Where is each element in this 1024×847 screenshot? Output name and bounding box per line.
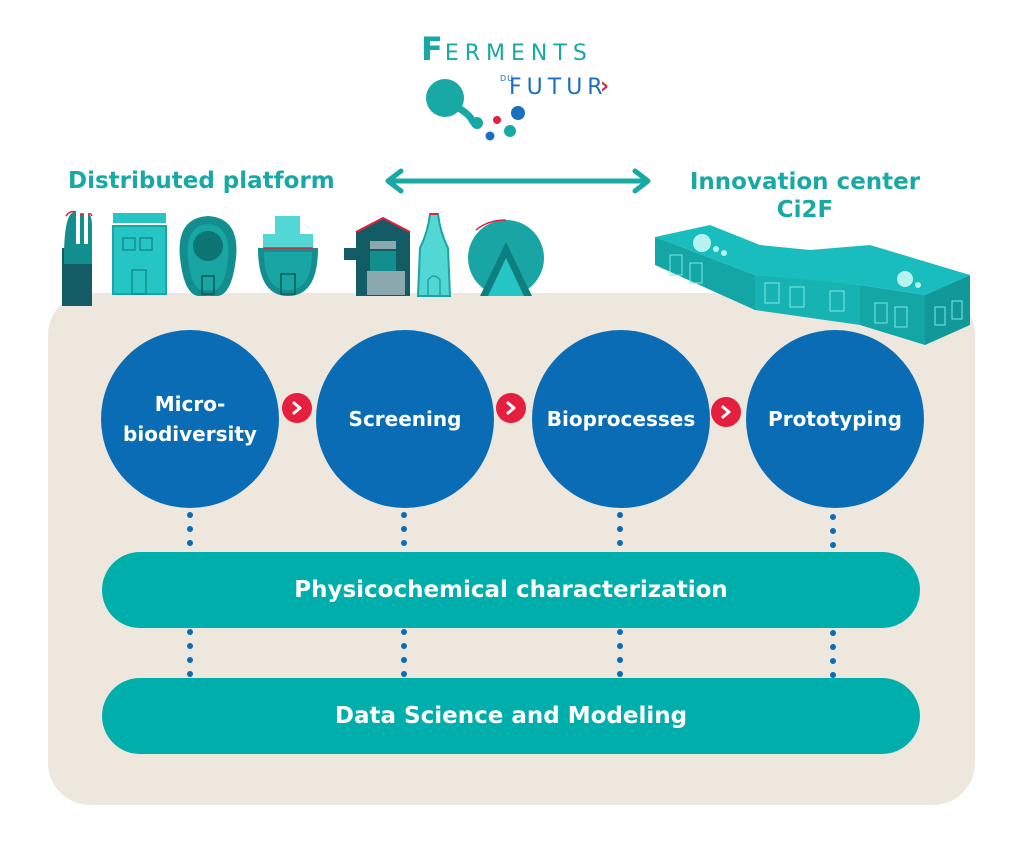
bowl-building-icon	[258, 216, 318, 296]
dotted-connector	[830, 630, 836, 686]
innovation-center-line2: Ci2F	[776, 197, 834, 223]
step-prototyping: Prototyping	[746, 330, 924, 508]
double-arrow-icon	[385, 168, 651, 194]
logo-bubbles-icon	[426, 79, 525, 141]
logo-title-initial: F	[421, 30, 445, 68]
physicochemical-characterization-bar: Physicochemical characterization	[102, 552, 920, 628]
distributed-platform-heading: Distributed platform	[68, 168, 335, 194]
dotted-connector	[187, 629, 193, 685]
barn-building-icon	[344, 216, 411, 296]
step-label-line1: Micro-	[154, 392, 226, 416]
dotted-connector	[617, 629, 623, 685]
fork-building-icon	[62, 210, 93, 306]
step-micro-biodiversity: Micro-biodiversity	[101, 330, 279, 508]
dotted-connector	[830, 500, 836, 556]
dome-building-icon	[179, 216, 237, 296]
office-building-icon	[112, 213, 167, 295]
ferments-du-futur-logo: FERMENTS DU FUTUR ›	[415, 30, 635, 141]
chevron-right-icon	[496, 393, 526, 423]
tent-building-icon	[468, 219, 544, 296]
step-label: Prototyping	[768, 407, 902, 431]
logo-chevron-icon: ›	[600, 74, 610, 99]
step-label-line2: biodiversity	[123, 422, 257, 446]
logo-futur-text: FUTUR	[509, 75, 608, 100]
chevron-right-icon	[711, 397, 741, 427]
dotted-connector	[401, 498, 407, 554]
step-label: Screening	[348, 407, 462, 431]
buildings-row	[62, 210, 544, 306]
data-science-modeling-bar: Data Science and Modeling	[102, 678, 920, 754]
innovation-center-building-icon	[655, 225, 970, 345]
logo-title: FERMENTS	[421, 30, 593, 68]
innovation-center-heading: Innovation center Ci2F	[660, 168, 950, 224]
dotted-connector	[617, 498, 623, 554]
step-label: Bioprocesses	[546, 407, 696, 431]
logo-du: DU	[500, 74, 515, 83]
dotted-connector	[187, 498, 193, 554]
bottle-building-icon	[416, 213, 452, 297]
chevron-right-icon	[282, 393, 312, 423]
logo-futur: FUTUR	[497, 75, 608, 100]
logo-title-rest: ERMENTS	[444, 41, 593, 66]
step-bioprocesses: Bioprocesses	[532, 330, 710, 508]
step-screening: Screening	[316, 330, 494, 508]
innovation-center-line1: Innovation center	[689, 169, 921, 195]
dotted-connector	[401, 629, 407, 685]
